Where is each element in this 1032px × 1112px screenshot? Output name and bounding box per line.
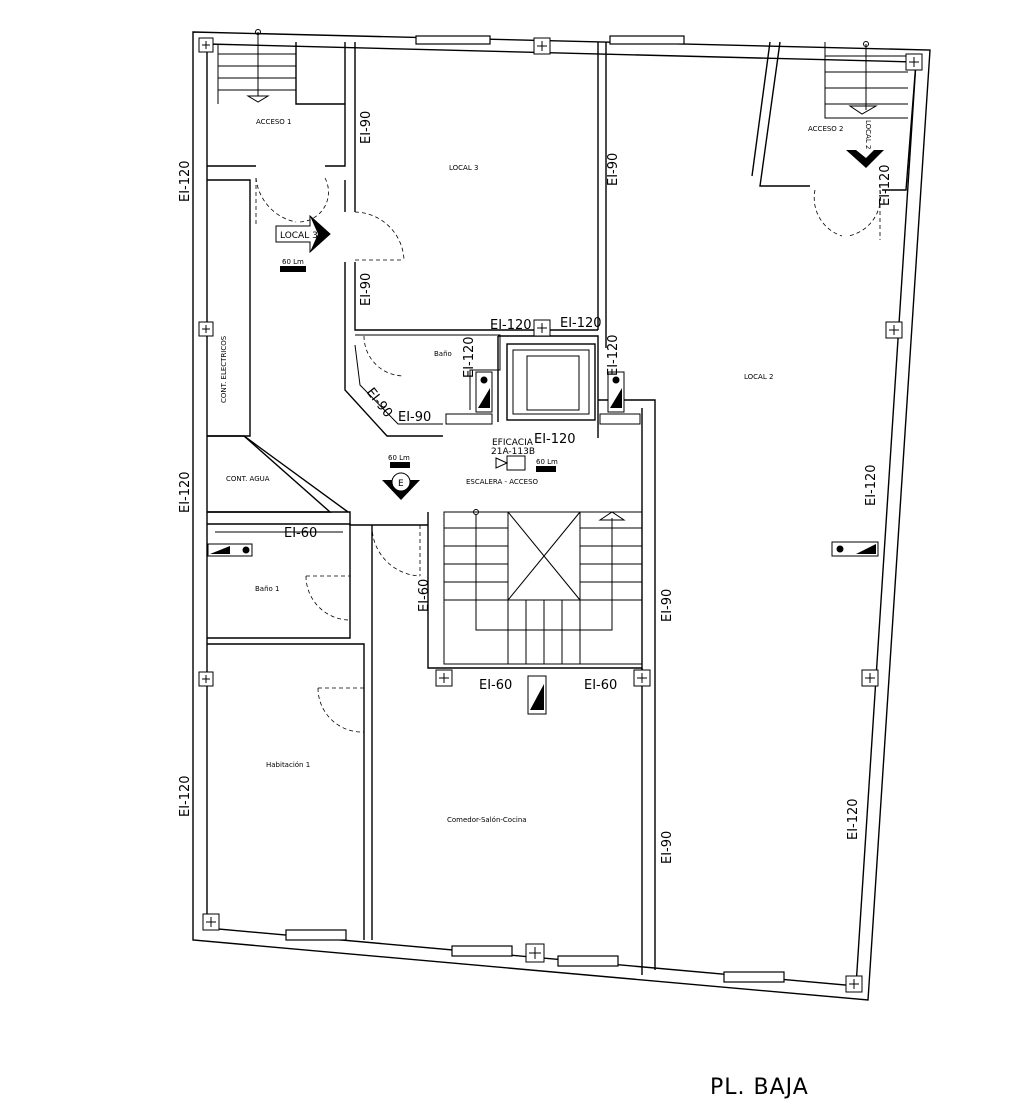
- stair-1: [217, 29, 296, 104]
- label-acceso1: ACCESO 1: [256, 118, 292, 126]
- pillars: [198, 37, 923, 993]
- label-bano1: Baño 1: [255, 585, 280, 593]
- label-local2: LOCAL 2: [744, 373, 773, 381]
- rating-ei120-right-mid: EI-120: [864, 464, 879, 506]
- fire-equipment: [207, 266, 879, 715]
- rating-ei120-left-mid: EI-120: [178, 471, 193, 513]
- plan-title: PL. BAJA: [710, 1075, 809, 1100]
- windows: [285, 35, 785, 983]
- stair-2: [825, 41, 908, 115]
- rating-ei120-c1: EI-120: [490, 318, 532, 333]
- rating-ei120-c3: EI-120: [534, 432, 576, 447]
- label-eficacia: EFICACIA: [492, 438, 534, 448]
- label-lm-2: 60 Lm: [388, 454, 410, 462]
- door-swings: [255, 177, 881, 733]
- rating-ei60-c: EI-60: [479, 678, 512, 693]
- label-cont-agua: CONT. AGUA: [226, 475, 270, 483]
- rating-ei60-a: EI-60: [284, 526, 317, 541]
- rating-ei90-r2: EI-90: [660, 831, 675, 864]
- local2-arrow: [846, 150, 884, 168]
- label-acceso2: ACCESO 2: [808, 125, 844, 133]
- rating-ei120-bano: EI-120: [462, 336, 477, 378]
- rating-ei90-l3b: EI-90: [359, 273, 374, 306]
- label-local3: LOCAL 3: [449, 164, 478, 172]
- rating-ei120-left-top: EI-120: [178, 160, 193, 202]
- label-lm-1: 60 Lm: [282, 258, 304, 266]
- outer-walls: [192, 31, 931, 1001]
- exit-circle: [391, 472, 411, 492]
- rating-ei120-right-bot: EI-120: [846, 798, 861, 840]
- rating-ei90-bano: EI-90: [398, 410, 431, 425]
- rating-ei90-l3c: EI-90: [606, 153, 621, 186]
- label-local2-sign: LOCAL 2: [864, 120, 872, 149]
- label-escalera: ESCALERA - ACCESO: [466, 478, 539, 486]
- label-eficacia-code: 21A-113B: [491, 447, 535, 457]
- rating-ei60-d: EI-60: [584, 678, 617, 693]
- label-cont-electricos: CONT. ELECTRICOS: [220, 335, 228, 403]
- exit-signs: [275, 150, 884, 500]
- label-lm-3: 60 Lm: [536, 458, 558, 466]
- label-local3-sign: LOCAL 3: [280, 231, 318, 241]
- label-bano: Baño: [434, 350, 452, 358]
- rating-ei90-r1: EI-90: [660, 589, 675, 622]
- labels: ACCESO 1 ACCESO 2 LOCAL 3 LOCAL 2 LOCAL …: [178, 111, 893, 1100]
- interior-walls: [207, 41, 917, 975]
- rating-ei120-left-bot: EI-120: [178, 775, 193, 817]
- label-comedor: Comedor-Salón-Cocina: [447, 816, 527, 824]
- label-habitacion1: Habitación 1: [266, 761, 310, 769]
- main-stair: [443, 509, 643, 665]
- label-exit-e: E: [398, 479, 404, 489]
- rating-ei120-right-top: EI-120: [878, 164, 893, 206]
- rating-ei90-l3a: EI-90: [359, 111, 374, 144]
- rating-ei120-lift: EI-120: [606, 334, 621, 376]
- rating-ei60-b: EI-60: [417, 579, 432, 612]
- rating-ei120-c2: EI-120: [560, 316, 602, 331]
